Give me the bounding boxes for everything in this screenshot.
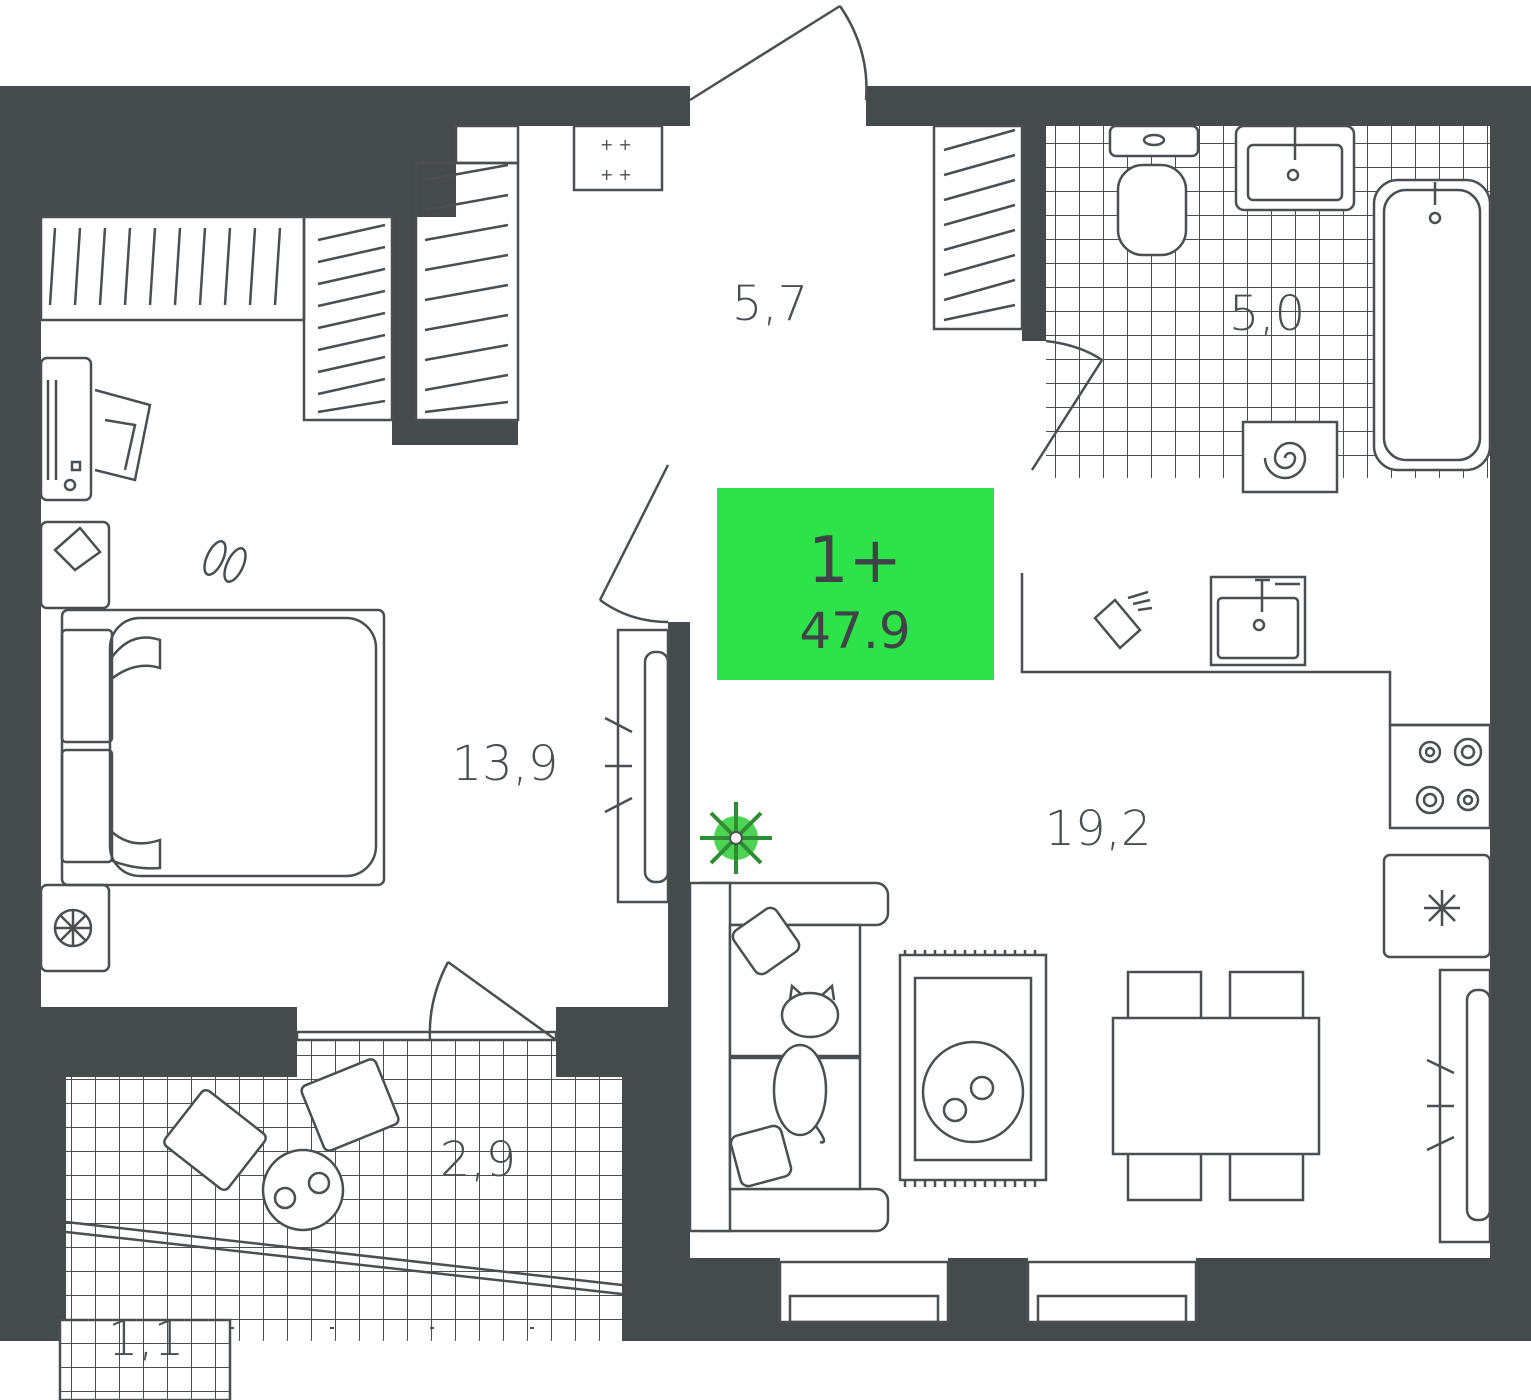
kitchen-sink-icon [1209,575,1307,667]
balcony-railing [58,1318,622,1400]
dining-table-icon [1111,970,1321,1202]
cat-icon [772,983,840,1144]
coffee-table-icon [921,1040,1025,1144]
cooktop-icon [1388,723,1492,830]
loggia-door [295,960,558,1042]
apartment-badge: 1+ 47.9 [717,488,994,680]
dishes-icon [1093,590,1153,650]
rug-icon [898,950,1048,1187]
room-area-bedroom: 13,9 [452,736,559,792]
washbasin-icon [1234,124,1356,212]
wardrobe-icon [39,124,1024,422]
coffee-table-icon [261,1148,345,1232]
slippers-icon [203,540,247,583]
washing-machine-icon [1241,420,1339,494]
radiator-icon [53,908,93,948]
room-area-hall: 5,7 [732,276,808,332]
fridge-icon [1382,853,1492,959]
double-bed-icon [60,608,386,887]
room-area-kitchen-living: 19,2 [1045,801,1152,857]
bathroom-door [1030,339,1104,471]
toilet-icon [1108,124,1200,257]
sofa-icon [688,881,890,1233]
bathtub-icon [1372,178,1492,472]
office-chair-icon [94,388,152,482]
apartment-type: 1+ [808,524,902,598]
lounge-chair-icon [163,1058,400,1192]
plant-icon [700,802,772,874]
bedroom-window [604,628,670,904]
apartment-total-area: 47.9 [799,602,910,660]
room-area-balcony: 1,1 [108,1311,184,1367]
desk-icon [39,356,93,502]
room-labels: 5,7 5,0 13,9 19,2 2,9 1,1 [108,276,1305,1367]
room-area-loggia: 2,9 [440,1132,516,1188]
svg-text:+ +: + + [600,135,632,154]
entrance-door [689,4,868,102]
loggia-railing [65,1220,623,1296]
bedroom-door [598,464,670,624]
living-window-bottom [778,1260,1198,1324]
electric-panel-icon: + + + + [572,124,664,192]
svg-text:+ +: + + [600,165,632,184]
room-area-bathroom: 5,0 [1229,286,1305,342]
living-window-right [1426,968,1492,1244]
